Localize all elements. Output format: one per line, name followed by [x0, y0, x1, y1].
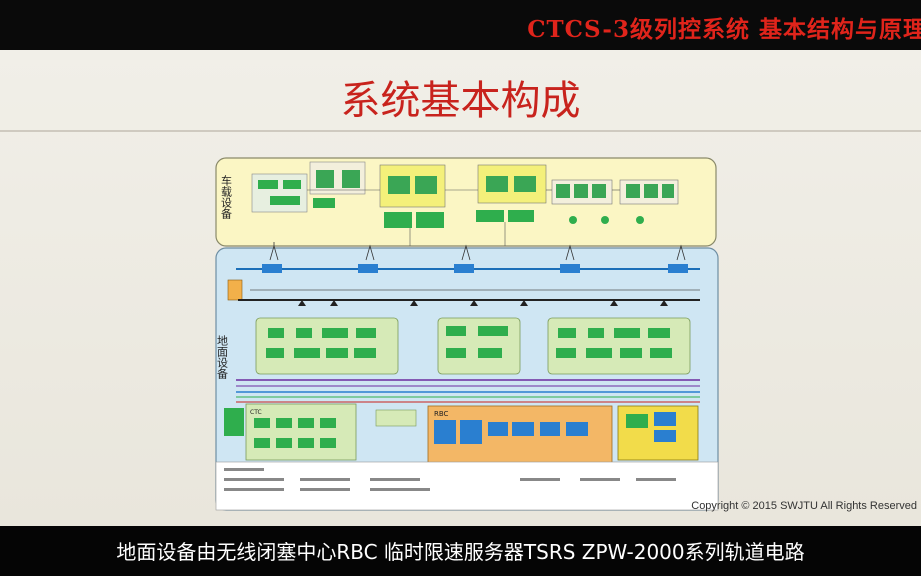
caption-text: 地面设备由无线闭塞中心RBC 临时限速服务器TSRS ZPW-2000系列轨道电…: [116, 540, 805, 564]
rbc-label: RBC: [434, 410, 449, 418]
video-top-bar: CTCS-3级列控系统 基本结构与原理: [0, 0, 921, 50]
onboard-equipment-panel: 车载设备: [215, 157, 717, 247]
caption-bar: 地面设备由无线闭塞中心RBC 临时限速服务器TSRS ZPW-2000系列轨道电…: [0, 526, 921, 576]
ground-equipment-panel: 地面设备: [215, 242, 719, 511]
ctc-label: CTC: [250, 409, 262, 416]
onboard-label: 车载设备: [220, 174, 233, 220]
slide-title: 系统基本构成: [340, 78, 581, 124]
copyright: Copyright © 2015 SWJTU All Rights Reserv…: [691, 500, 917, 512]
title-divider: [0, 130, 921, 132]
ground-label: 地面设备: [216, 335, 229, 380]
course-title: CTCS-3级列控系统 基本结构与原理: [527, 16, 921, 43]
slide: 系统基本构成 车载设备: [0, 50, 921, 526]
system-diagram: 车载设备 地面设备: [215, 157, 719, 511]
